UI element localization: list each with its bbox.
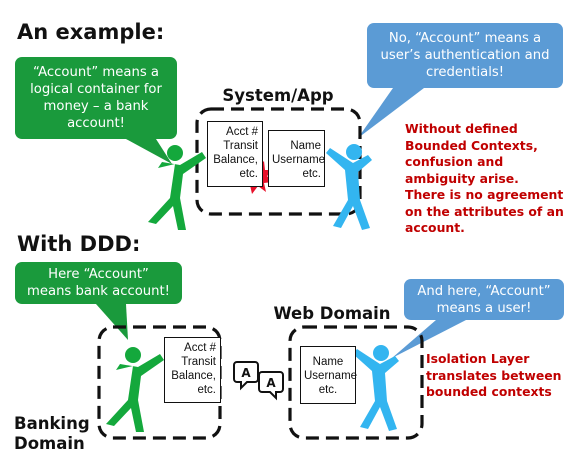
green-bubble-tail-top (126, 139, 172, 164)
blue-bubble-line: And here, “Account” (417, 283, 551, 299)
blue-bubble-line: user’s authentication and (380, 48, 550, 63)
banking-label-line: Banking (14, 414, 90, 433)
card-line: Acct # (184, 342, 216, 354)
green-bubble-line: “Account” means a (33, 65, 159, 80)
card-line: Username (272, 154, 326, 166)
note-line: Isolation Layer (426, 351, 530, 366)
note-line: on the attributes of an (405, 203, 564, 219)
blue-person-icon (353, 345, 399, 431)
user-attributes-card: Name Username etc. (300, 346, 358, 404)
web-domain-boundary (288, 325, 424, 440)
note-line: Without defined (405, 121, 518, 136)
blue-bubble-tail-top (358, 88, 424, 138)
green-person-icon (106, 347, 164, 432)
banking-domain-label: Banking Domain (14, 414, 90, 454)
green-bubble-line: logical container for (30, 82, 162, 97)
isolation-note: Isolation Layer translates between bound… (426, 351, 562, 401)
green-speech-bubble-bottom: Here “Account” means bank account! (15, 262, 182, 304)
card-line: Transit (181, 356, 216, 368)
user-attributes-card: Name Username etc. (268, 130, 325, 187)
blue-person-icon (326, 144, 372, 230)
web-domain-label: Web Domain (273, 304, 391, 323)
confusion-note: Without defined Bounded Contexts, confus… (405, 121, 564, 237)
card-line: Acct # (226, 126, 258, 138)
blue-bubble-line: credentials! (425, 65, 505, 80)
card-line: Username (304, 370, 358, 382)
blue-bubble-line: means a user! (436, 300, 532, 316)
green-bubble-line: account! (67, 116, 125, 131)
card-line: Name (312, 356, 344, 368)
blue-speech-bubble-top: No, “Account” means a user’s authenticat… (367, 23, 563, 88)
ddd-heading: With DDD: (17, 232, 141, 256)
account-attributes-card: Acct # Transit Balance, etc. (207, 121, 263, 187)
card-line: etc. (197, 384, 216, 396)
banking-domain-boundary (97, 325, 222, 440)
blue-bubble-line: No, “Account” means a (388, 31, 542, 46)
translate-icon: A A (233, 361, 284, 401)
green-person-icon (148, 145, 206, 230)
system-app-label: System/App (222, 86, 334, 105)
note-line: bounded contexts (426, 384, 552, 399)
card-line: Name (290, 140, 321, 152)
card-line: Balance, (213, 154, 258, 166)
translate-letter-source: A (241, 366, 251, 380)
card-line: etc. (302, 168, 321, 180)
card-line: etc. (318, 384, 338, 396)
blue-speech-bubble-bottom: And here, “Account” means a user! (404, 279, 564, 320)
banking-label-line: Domain (14, 434, 85, 453)
green-bubble-tail-bottom (96, 304, 128, 340)
note-line: account. (405, 220, 465, 235)
note-line: ambiguity arise. (405, 170, 519, 186)
card-line: Transit (223, 140, 258, 152)
card-line: etc. (239, 168, 258, 180)
blue-bubble-tail-bottom (392, 320, 466, 358)
account-attributes-card: Acct # Transit Balance, etc. (164, 337, 221, 403)
translate-letter-target: A (266, 376, 276, 390)
green-bubble-line: means bank account! (27, 284, 170, 299)
example-heading: An example: (17, 20, 165, 44)
note-line: confusion and (405, 154, 504, 169)
card-line: Balance, (171, 370, 216, 382)
note-line: There is no agreement (405, 187, 564, 202)
note-line: translates between (426, 367, 562, 383)
green-speech-bubble-top: “Account” means a logical container for … (15, 57, 177, 139)
green-bubble-line: Here “Account” (48, 267, 149, 282)
green-bubble-line: money – a bank (43, 99, 149, 114)
note-line: Bounded Contexts, (405, 137, 538, 153)
